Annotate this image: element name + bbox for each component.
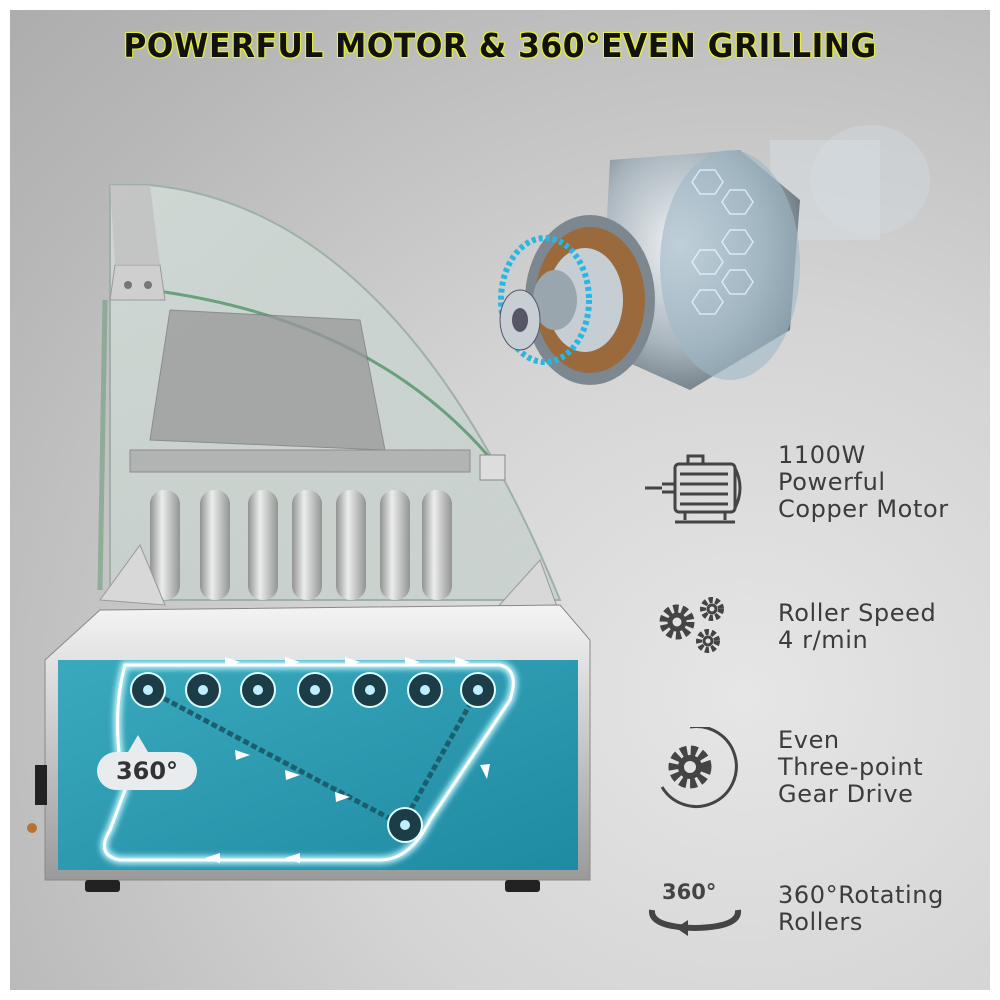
feature-line: 360°Rotating [778,881,944,909]
feature-text: Roller Speed 4 r/min [778,600,936,654]
gear-rotation-icon [640,725,750,827]
feature-motor: 1100W Powerful Copper Motor [640,442,990,542]
warming-rack [129,309,471,473]
gears-icon [640,597,750,697]
electric-motor-icon [640,442,750,542]
headline: POWERFUL MOTOR & 360°EVEN GRILLING [123,26,877,65]
rotate-360-icon: 360° [640,880,750,982]
rollers [150,490,452,600]
feature-text: 1100W Powerful Copper Motor [778,442,949,523]
feature-roller-speed: Roller Speed 4 r/min [640,597,990,697]
feature-line: Even [778,726,840,754]
feature-gear-drive: Even Three-point Gear Drive [640,725,990,827]
feature-line: Copper Motor [778,495,949,523]
feature-line: 4 r/min [778,626,869,654]
feature-text: Even Three-point Gear Drive [778,727,923,808]
sprockets [130,672,496,843]
rotation-badge: 360° [97,752,197,790]
direction-arrows [205,657,490,863]
motor-illustration [498,125,930,390]
feature-line: Roller Speed [778,599,937,627]
feature-line: Gear Drive [778,780,914,808]
feature-line: Rollers [778,908,863,936]
feature-line: Powerful [778,468,886,496]
machine-base [27,604,591,892]
rotate-360-label: 360° [662,880,717,904]
feature-rotating-rollers: 360° 360°Rotating Rollers [640,880,990,982]
feature-line: Three-point [778,753,924,781]
feature-text: 360°Rotating Rollers [778,882,944,936]
feature-line: 1100W [778,441,866,469]
